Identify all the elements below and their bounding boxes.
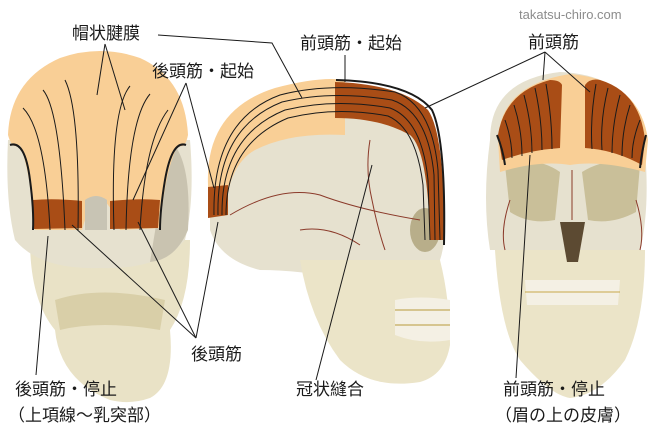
label-galea-aponeurotica: 帽状腱膜: [72, 24, 140, 44]
label-coronal-suture: 冠状縫合: [296, 380, 364, 400]
label-occipitalis-insertion-line2: （上項線～乳突部）: [8, 406, 161, 426]
label-occipitalis-insertion-line1: 後頭筋・停止: [15, 380, 117, 400]
label-frontalis-origin: 前頭筋・起始: [300, 34, 402, 54]
label-occipitalis-origin: 後頭筋・起始: [152, 62, 254, 82]
label-frontalis: 前頭筋: [528, 33, 579, 53]
label-frontalis-insertion-line2: （眉の上の皮膚）: [495, 406, 631, 426]
leader-lines: [35, 34, 591, 381]
watermark: takatsu-chiro.com: [519, 7, 622, 22]
label-occipitalis: 後頭筋: [191, 345, 242, 365]
lateral-skull: [207, 79, 450, 384]
label-frontalis-insertion-line1: 前頭筋・停止: [503, 380, 605, 400]
posterior-skull: [7, 51, 192, 403]
anterior-skull: [486, 72, 648, 398]
